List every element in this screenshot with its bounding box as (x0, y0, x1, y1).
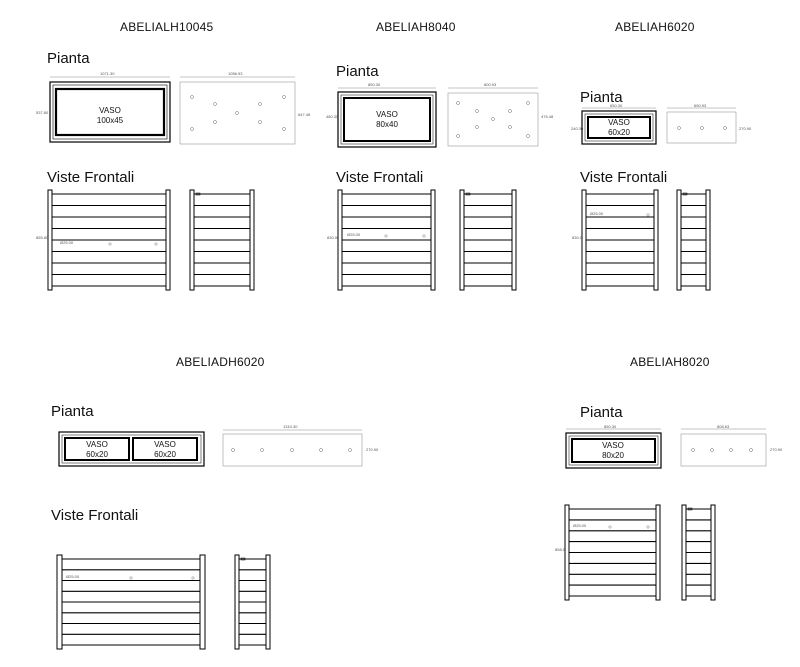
dimension-label: 270.90 (739, 126, 752, 131)
plan-label: Pianta (580, 89, 623, 106)
side-view-abeliah8020 (681, 504, 716, 601)
model-title: ABELIAH8040 (376, 20, 456, 34)
plan-label: Pianta (51, 403, 94, 420)
side-view-abeliah8040 (459, 189, 517, 291)
side-view-abeliadh6020 (234, 554, 271, 650)
dimension-label: 270.90 (366, 447, 379, 452)
model-title: ABELIALH10045 (120, 20, 214, 34)
dimension-label: 830.00 (572, 235, 585, 240)
plan-view-abelialh10045: 1071.30 537.80 (36, 71, 171, 143)
dimension-label: 808.63 (717, 424, 730, 429)
model-title: ABELIAH8020 (630, 355, 710, 369)
plan-view-abeliah8040: 850.30 480.30 (326, 82, 437, 148)
plan-label: Pianta (580, 404, 623, 421)
dimension-label: 650.93 (694, 103, 707, 108)
dimension-label: 537.80 (36, 110, 49, 115)
front-views-label: Viste Frontali (47, 169, 135, 186)
plan-label: Pianta (47, 50, 90, 67)
model-title: ABELIADH6020 (176, 355, 265, 369)
dimension-label: 647.48 (298, 112, 311, 117)
plan-view-abeliah6020: 650.30 240.30 (571, 103, 657, 145)
dimension-label: 1056.93 (228, 71, 243, 76)
dimension-label: 240.30 (571, 126, 584, 131)
front-views-label: Viste Frontali (51, 507, 139, 524)
front-views-label: Viste Frontali (580, 169, 668, 186)
plan-view-abeliah8020: 850.30 (565, 424, 662, 469)
hole-label: Ø25.00 (60, 240, 74, 245)
hole-label: Ø25.00 (347, 232, 361, 237)
dimension-label: 1310.30 (283, 424, 298, 429)
dimension-label: 650.30 (610, 103, 623, 108)
dimension-label: 830.00 (327, 235, 340, 240)
dimension-label: 800.93 (484, 82, 497, 87)
dimension-label: 480.30 (326, 114, 339, 119)
hole-label: Ø25.00 (590, 211, 604, 216)
dimension-label: 855.80 (36, 235, 49, 240)
top-view-abeliah8020: 808.63 270.90 (680, 424, 783, 467)
top-view-abeliah8040: 800.93 475.48 (447, 82, 554, 147)
dimension-label: 850.30 (604, 424, 617, 429)
front-views-label: Viste Frontali (336, 169, 424, 186)
plan-view-abeliadh6020 (58, 431, 205, 467)
top-view-abeliah6020: 650.93 270.90 (666, 103, 752, 144)
top-view-abeliadh6020: 1310.30 270.90 (222, 424, 379, 467)
dimension-label: 858.00 (555, 547, 568, 552)
front-view-abeliadh6020: Ø25.00 (56, 554, 206, 650)
side-view-abelialh10045 (189, 189, 255, 291)
plan-label: Pianta (336, 63, 379, 80)
top-view-abelialh10045: 1056.93 647.48 (179, 71, 311, 145)
dimension-label: 1071.30 (100, 71, 115, 76)
model-title: ABELIAH6020 (615, 20, 695, 34)
side-view-abeliah6020 (676, 189, 711, 291)
dimension-label: 850.30 (368, 82, 381, 87)
hole-label: Ø25.00 (573, 523, 587, 528)
dimension-label: 475.48 (541, 114, 554, 119)
front-view-abeliah8020: 858.00 Ø25.00 (555, 504, 661, 601)
front-view-abelialh10045: 855.80 Ø25.00 (36, 189, 171, 291)
front-view-abeliah8040: 830.00 Ø25.00 (327, 189, 436, 291)
hole-label: Ø25.00 (66, 574, 80, 579)
front-view-abeliah6020: 830.00 Ø25.00 (572, 189, 659, 291)
dimension-label: 270.90 (770, 447, 783, 452)
